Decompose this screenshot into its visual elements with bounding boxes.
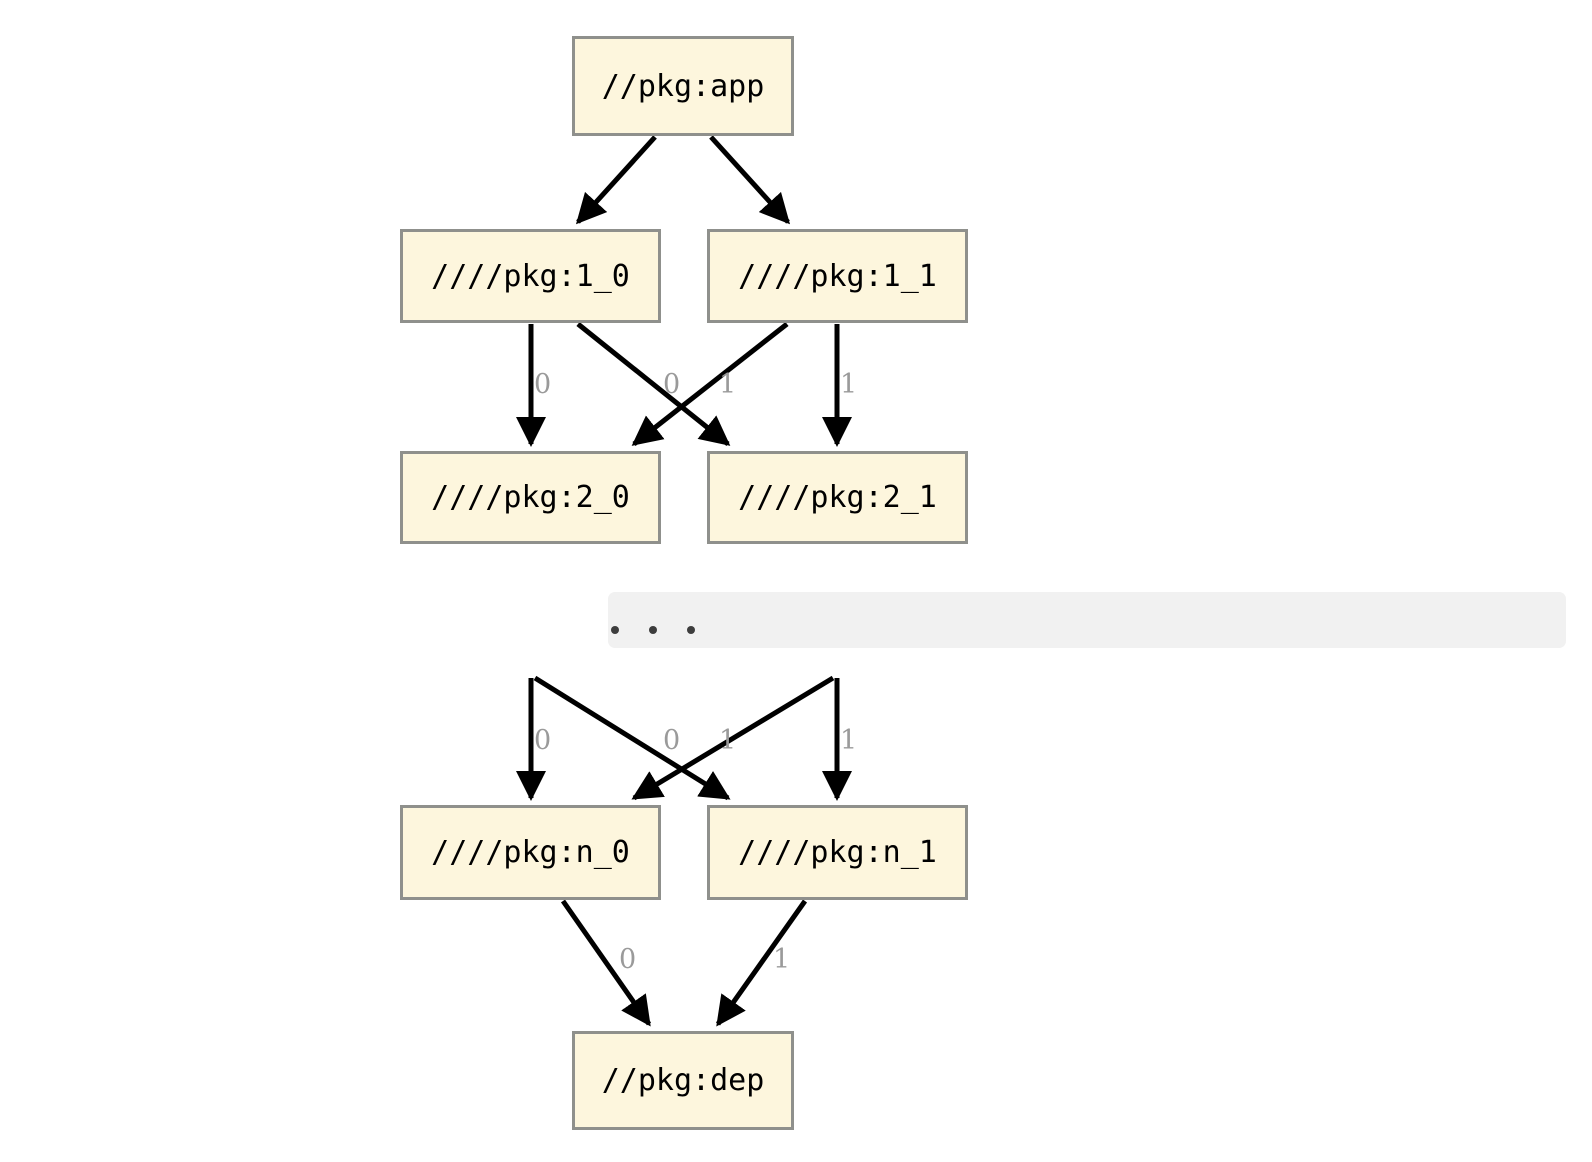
- node-label-pkg-1_0: ////pkg:1_0: [431, 258, 630, 294]
- node-pkg-1_1[interactable]: ////pkg:1_1: [707, 229, 968, 323]
- edge-label-1_0-to-2_1: 0: [663, 369, 681, 400]
- node-label-app: //pkg:app: [601, 68, 765, 104]
- node-label-pkg-n_0: ////pkg:n_0: [431, 835, 630, 870]
- ellipsis-dot-2: [649, 626, 657, 634]
- node-pkg-1_0[interactable]: ////pkg:1_0: [400, 229, 661, 323]
- edge-cut-cross-to-n_0: [631, 675, 835, 801]
- edge-app-to-1_0: [575, 135, 657, 225]
- node-pkg-2_1[interactable]: ////pkg:2_1: [707, 451, 968, 544]
- node-pkg-n_0[interactable]: ////pkg:n_0: [400, 805, 661, 900]
- node-app[interactable]: //pkg:app: [572, 36, 794, 136]
- edge-label-1_1-to-2_0: 1: [719, 369, 737, 400]
- node-label-dep: //pkg:dep: [601, 1063, 765, 1098]
- edge-app-to-1_1: [709, 135, 791, 225]
- edge-label-n_1-to-dep: 1: [773, 944, 791, 975]
- edge-cut-to-n_1: [533, 675, 731, 801]
- ellipsis-icon: [611, 626, 695, 634]
- node-label-pkg-n_1: ////pkg:n_1: [738, 835, 937, 870]
- edge-1_0-to-2_1: [576, 322, 731, 446]
- truncation-band: [608, 592, 1566, 648]
- node-dep[interactable]: //pkg:dep: [572, 1031, 794, 1130]
- node-pkg-n_1[interactable]: ////pkg:n_1: [707, 805, 968, 900]
- edge-label-cut-to-n_1: 0: [663, 725, 681, 756]
- edge-label-cut-to-n_1-straight: 1: [840, 725, 858, 756]
- ellipsis-dot-1: [611, 626, 619, 634]
- edge-1_1-to-2_0: [631, 322, 789, 446]
- ellipsis-dot-3: [687, 626, 695, 634]
- edge-label-1_1-to-2_1: 1: [840, 369, 858, 400]
- edge-label-cut-cross-to-n_0: 1: [719, 725, 737, 756]
- node-label-pkg-2_1: ////pkg:2_1: [738, 480, 937, 515]
- edge-label-cut-to-n_0: 0: [534, 725, 552, 756]
- edge-label-1_0-to-2_0: 0: [534, 369, 552, 400]
- edge-n_1-to-dep: [715, 899, 808, 1027]
- node-label-pkg-1_1: ////pkg:1_1: [738, 258, 937, 294]
- node-pkg-2_0[interactable]: ////pkg:2_0: [400, 451, 661, 544]
- edge-label-n_0-to-dep: 0: [619, 944, 637, 975]
- node-label-pkg-2_0: ////pkg:2_0: [431, 480, 630, 515]
- edge-n_0-to-dep: [560, 899, 652, 1027]
